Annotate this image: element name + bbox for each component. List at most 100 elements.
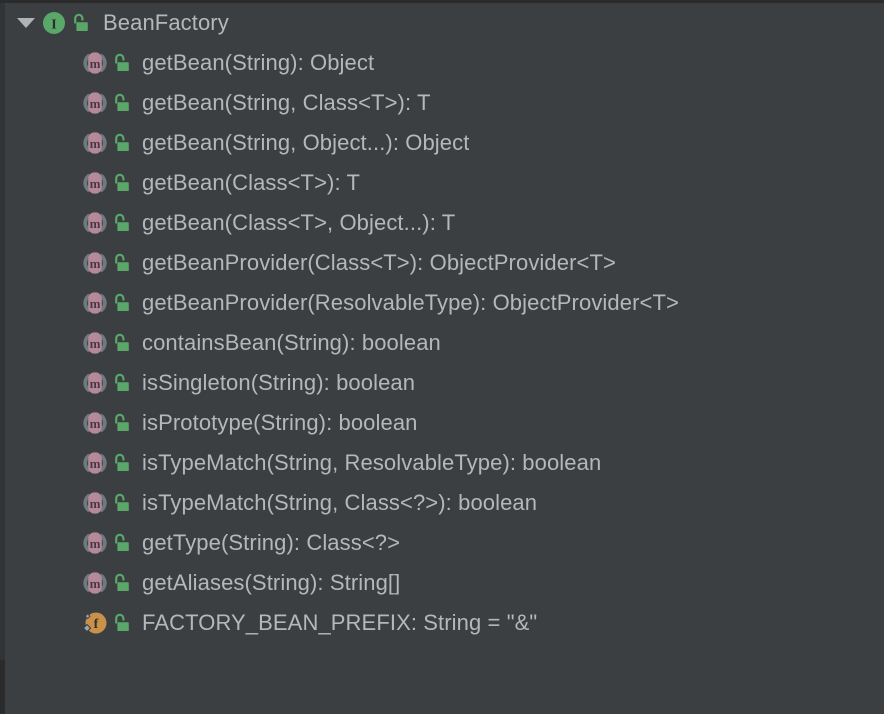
method-icon-svg: m [83, 532, 107, 554]
public-unlocked-icon [110, 283, 136, 323]
method-icon-svg: m [83, 52, 107, 74]
method-icon: m [80, 123, 110, 163]
svg-text:m: m [90, 416, 101, 431]
tree-row[interactable]: m getBean(String, Object...): Object [5, 123, 884, 163]
method-icon: m [80, 363, 110, 403]
method-icon: m [80, 323, 110, 363]
public-unlocked-icon-svg [115, 293, 129, 311]
method-icon-svg: m [83, 372, 107, 394]
tree-row-label: BeanFactory [103, 10, 229, 35]
public-unlocked-icon [110, 43, 136, 83]
tree-row-label: getAliases(String): String[] [142, 570, 401, 595]
public-unlocked-icon-svg [115, 173, 129, 191]
public-unlocked-icon-svg [115, 573, 129, 591]
svg-text:m: m [90, 576, 101, 591]
public-unlocked-icon [110, 483, 136, 523]
panel-left-gutter [0, 3, 5, 660]
method-icon-svg: m [83, 252, 107, 274]
tree-row-label: getBean(String, Class<T>): T [142, 90, 431, 115]
method-icon: m [80, 203, 110, 243]
tree-row[interactable]: f FACTORY_BEAN_PREFIX: String = "&" [5, 603, 884, 643]
method-icon-svg: m [83, 572, 107, 594]
chevron-down-icon[interactable] [13, 3, 39, 43]
interface-icon-svg: I [43, 12, 65, 34]
method-icon: m [80, 403, 110, 443]
tree-row-label: getBean(String, Object...): Object [142, 130, 470, 155]
tree-row-label: getBeanProvider(ResolvableType): ObjectP… [142, 290, 679, 315]
public-unlocked-icon-svg [115, 413, 129, 431]
svg-text:m: m [90, 496, 101, 511]
public-unlocked-icon [110, 203, 136, 243]
method-icon-svg: m [83, 452, 107, 474]
tree-row-label: isPrototype(String): boolean [142, 410, 418, 435]
method-icon-svg: m [83, 92, 107, 114]
tree-row[interactable]: m getBeanProvider(Class<T>): ObjectProvid… [5, 243, 884, 283]
svg-text:m: m [90, 56, 101, 71]
svg-text:m: m [90, 136, 101, 151]
svg-text:m: m [90, 216, 101, 231]
public-unlocked-icon-svg [115, 453, 129, 471]
method-icon: m [80, 563, 110, 603]
method-icon-svg: m [83, 172, 107, 194]
method-icon-svg: m [83, 412, 107, 434]
method-icon: m [80, 523, 110, 563]
tree-row-label: getBeanProvider(Class<T>): ObjectProvide… [142, 250, 616, 275]
svg-text:m: m [90, 456, 101, 471]
method-icon: m [80, 43, 110, 83]
method-icon: m [80, 483, 110, 523]
svg-text:I: I [51, 18, 56, 33]
public-unlocked-icon-svg [115, 613, 129, 631]
method-icon: m [80, 443, 110, 483]
field-static-final-icon: f [80, 603, 110, 643]
svg-text:m: m [90, 176, 101, 191]
tree-row[interactable]: m getBean(String, Class<T>): T [5, 83, 884, 123]
method-icon: m [80, 283, 110, 323]
tree-row-label: FACTORY_BEAN_PREFIX: String = "&" [142, 610, 538, 635]
public-unlocked-icon-svg [115, 53, 129, 71]
tree-row[interactable]: m isTypeMatch(String, Class<?>): boolean [5, 483, 884, 523]
method-icon-svg: m [83, 292, 107, 314]
tree-row-label: containsBean(String): boolean [142, 330, 441, 355]
public-unlocked-icon [110, 123, 136, 163]
public-unlocked-icon-svg [74, 13, 88, 31]
public-unlocked-icon-svg [115, 213, 129, 231]
public-unlocked-icon [110, 163, 136, 203]
method-icon: m [80, 83, 110, 123]
tree-row-label: isTypeMatch(String, Class<?>): boolean [142, 490, 538, 515]
public-unlocked-icon [110, 603, 136, 643]
panel-top-border [0, 0, 884, 3]
method-icon-svg: m [83, 212, 107, 234]
method-icon-svg: m [83, 132, 107, 154]
tree-row[interactable]: m getAliases(String): String[] [5, 563, 884, 603]
tree-row-root[interactable]: I BeanFactory [5, 3, 884, 43]
tree-row[interactable]: m getBeanProvider(ResolvableType): Object… [5, 283, 884, 323]
panel-left-gutter-lower [0, 660, 5, 714]
tree-row[interactable]: m isPrototype(String): boolean [5, 403, 884, 443]
public-unlocked-icon-svg [115, 373, 129, 391]
public-unlocked-icon [110, 243, 136, 283]
svg-text:m: m [90, 336, 101, 351]
public-unlocked-icon-svg [115, 253, 129, 271]
tree-row[interactable]: m isSingleton(String): boolean [5, 363, 884, 403]
method-icon-svg: m [83, 332, 107, 354]
public-unlocked-icon [110, 83, 136, 123]
public-unlocked-icon-svg [115, 333, 129, 351]
public-unlocked-icon-svg [115, 493, 129, 511]
method-icon: m [80, 163, 110, 203]
method-icon: m [80, 243, 110, 283]
public-unlocked-icon [110, 443, 136, 483]
public-unlocked-icon [110, 523, 136, 563]
public-unlocked-icon [110, 403, 136, 443]
tree-row[interactable]: m containsBean(String): boolean [5, 323, 884, 363]
svg-text:m: m [90, 376, 101, 391]
tree-row-label: isSingleton(String): boolean [142, 370, 416, 395]
public-unlocked-icon [69, 3, 95, 43]
tree-row-label: isTypeMatch(String, ResolvableType): boo… [142, 450, 602, 475]
tree-row[interactable]: m isTypeMatch(String, ResolvableType): bo… [5, 443, 884, 483]
